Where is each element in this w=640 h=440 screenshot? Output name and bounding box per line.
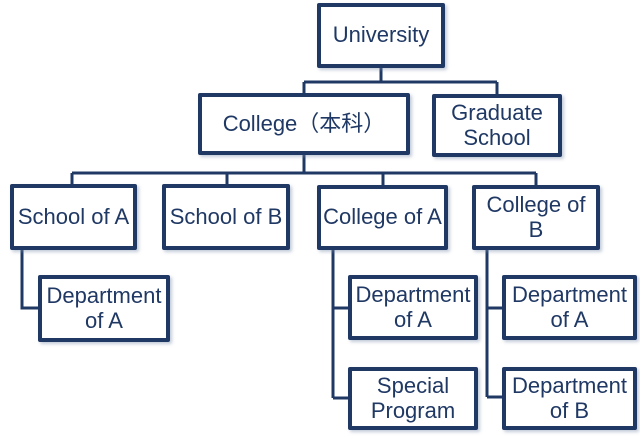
node-graduate-school-label: Graduate School [451, 99, 543, 150]
connector-college-b-children [485, 250, 504, 399]
connector-college-children [70, 155, 538, 187]
node-university: University [317, 3, 445, 68]
node-school-of-a: School of A [10, 184, 137, 250]
node-college-of-b: College of B [472, 185, 600, 250]
node-school-of-b: School of B [162, 184, 290, 250]
connector-university-children [302, 68, 499, 96]
node-department-of-b-under-college-b: Department of B [502, 367, 637, 430]
node-school-of-b-label: School of B [169, 203, 283, 229]
connector-school-a-children [20, 250, 40, 310]
node-university-label: University [332, 22, 430, 48]
node-graduate-school: Graduate School [432, 94, 562, 157]
node-department-of-a-under-college-a-label: Department of A [355, 281, 471, 332]
node-special-program-label: Special Program [370, 372, 456, 423]
node-college-undergraduate: College（本科） [198, 93, 410, 155]
node-department-of-a-under-college-b-label: Department of A [512, 281, 627, 332]
node-college-of-a-label: College of A [323, 204, 442, 230]
node-college-of-a: College of A [317, 185, 448, 250]
node-department-of-b-under-college-b-label: Department of B [512, 372, 627, 423]
node-college-undergraduate-label: College（本科） [222, 110, 386, 136]
node-college-of-b-label: College of B [486, 191, 586, 242]
node-school-of-a-label: School of A [17, 203, 130, 229]
node-department-of-a-under-school-a: Department of A [38, 275, 170, 342]
node-department-of-a-under-college-a: Department of A [348, 275, 478, 340]
node-department-of-a-under-college-b: Department of A [502, 275, 637, 340]
connector-college-a-children [331, 250, 350, 400]
node-department-of-a-under-school-a-label: Department of A [46, 282, 162, 333]
node-special-program: Special Program [348, 367, 478, 430]
